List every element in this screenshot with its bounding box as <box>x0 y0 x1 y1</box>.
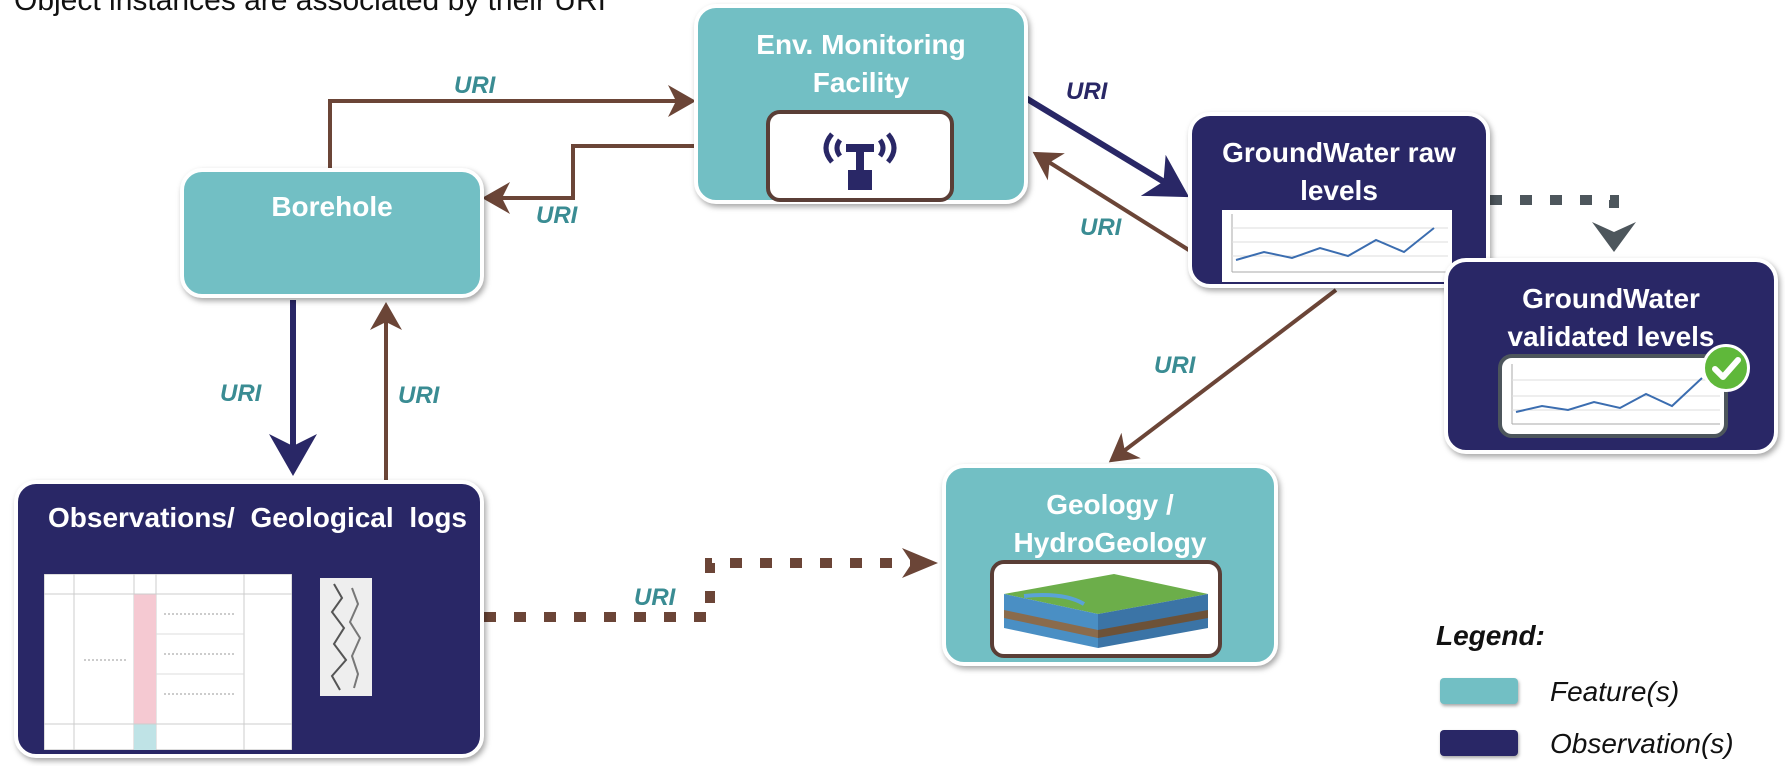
legend-title: Legend: <box>1436 620 1545 651</box>
line-chart-thumbnail <box>1222 210 1452 282</box>
log-table-thumbnail <box>43 573 293 751</box>
node-label: GroundWater raw levels <box>1222 137 1456 206</box>
node-observations-geological-logs: Observations/ Geological logs <box>14 480 484 758</box>
edge-label-borehole-to-env: URI <box>454 72 496 99</box>
node-groundwater-raw-levels: GroundWater raw levels <box>1188 112 1490 288</box>
node-borehole: Borehole <box>180 168 484 298</box>
arrow-gw-raw-to-geology <box>1108 288 1338 463</box>
node-label: Env. Monitoring Facility <box>756 29 966 98</box>
node-label: Borehole <box>271 191 393 222</box>
node-label: GroundWater validated levels <box>1507 283 1715 352</box>
arrow-borehole-to-env <box>328 85 696 168</box>
node-geology-hydrogeology: Geology / HydroGeology <box>942 464 1278 666</box>
node-label: Observations/ Geological logs <box>48 502 467 533</box>
diagram-title: Object instances are associated by their… <box>14 0 606 17</box>
node-env-monitoring-facility: Env. Monitoring Facility <box>694 4 1028 204</box>
antenna-sensor-icon <box>766 110 954 202</box>
edge-label-borehole-to-obs: URI <box>220 380 262 407</box>
arrow-raw-to-validated <box>1490 195 1619 214</box>
node-label: Geology / HydroGeology <box>1013 489 1207 558</box>
edge-label-obs-to-geology: URI <box>634 584 676 611</box>
edge-label-env-to-borehole: URI <box>536 202 578 229</box>
legend-feature-label: Feature(s) <box>1550 676 1680 707</box>
legend-feature-swatch <box>1440 678 1518 704</box>
legend-observation-swatch <box>1440 730 1518 756</box>
arrow-env-to-borehole <box>482 144 698 214</box>
node-groundwater-validated-levels: GroundWater validated levels <box>1444 258 1778 454</box>
edge-label-gw-raw-to-env: URI <box>1080 214 1122 241</box>
edge-label-obs-to-borehole: URI <box>398 382 440 409</box>
arrow-obs-to-geology <box>484 558 922 622</box>
edge-label-env-to-gw-raw: URI <box>1066 78 1108 105</box>
legend-observation-label: Observation(s) <box>1550 728 1734 759</box>
terrain-block-thumbnail <box>990 560 1222 658</box>
checkmark-icon <box>1702 344 1750 392</box>
edge-label-gw-raw-to-geology: URI <box>1154 352 1196 379</box>
line-chart-thumbnail <box>1498 354 1728 438</box>
log-profile-thumbnail <box>320 578 372 696</box>
arrow-gw-raw-to-env <box>1032 151 1194 254</box>
arrow-env-to-gw-raw <box>1022 94 1190 198</box>
